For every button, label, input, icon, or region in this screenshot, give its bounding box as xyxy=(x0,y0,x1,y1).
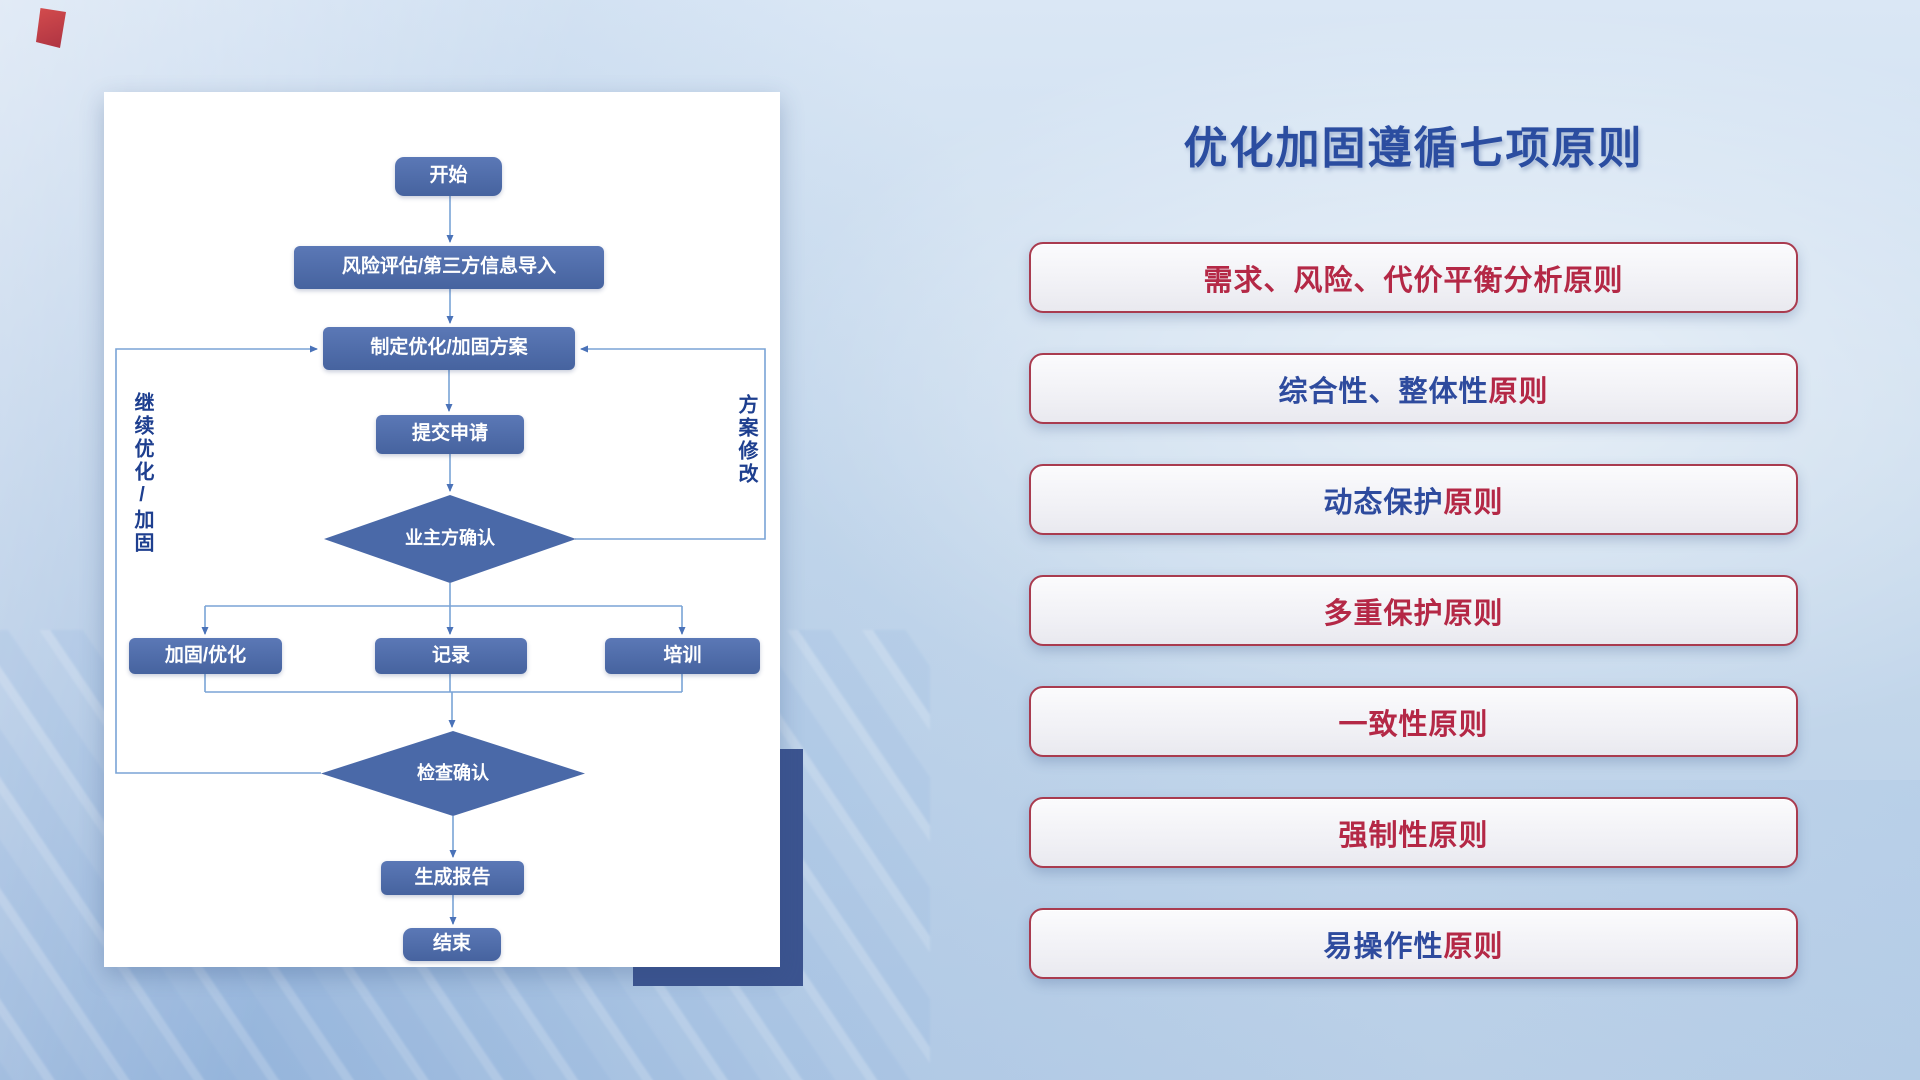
principle-text: 原则 xyxy=(1488,375,1549,408)
flow-node-make-plan: 制定优化/加固方案 xyxy=(323,327,575,370)
principle-box: 一致性原则 xyxy=(1029,686,1798,757)
principle-box: 多重保护原则 xyxy=(1029,575,1798,646)
principle-text: 原则 xyxy=(1443,486,1504,519)
flow-node-start-label: 开始 xyxy=(429,165,468,187)
principle-box: 易操作性原则 xyxy=(1029,908,1798,979)
flow-node-report: 生成报告 xyxy=(381,861,524,895)
principle-text: 需求、风险、代价平衡分析原则 xyxy=(1203,264,1624,297)
flow-node-report-label: 生成报告 xyxy=(414,866,491,888)
flow-node-harden: 加固/优化 xyxy=(129,638,282,674)
flow-node-risk-import-label: 风险评估/第三方信息导入 xyxy=(341,256,557,278)
principle-text: 一致性原则 xyxy=(1338,708,1489,741)
flow-node-submit: 提交申请 xyxy=(376,415,524,454)
flow-connectors xyxy=(115,196,766,925)
flow-node-end: 结束 xyxy=(403,928,501,961)
flow-node-submit-label: 提交申请 xyxy=(411,423,488,445)
flow-node-make-plan-label: 制定优化/加固方案 xyxy=(370,337,528,359)
principle-box: 强制性原则 xyxy=(1029,797,1798,868)
principle-text: 动态保护 xyxy=(1323,486,1444,519)
principle-text: 强制性原则 xyxy=(1338,819,1489,852)
principle-box: 需求、风险、代价平衡分析原则 xyxy=(1029,242,1798,313)
right-loop-label: 方案修改 xyxy=(735,394,757,486)
principle-text: 多重保护原则 xyxy=(1323,597,1504,630)
principle-box: 动态保护原则 xyxy=(1029,464,1798,535)
flow-node-training: 培训 xyxy=(605,638,760,674)
flow-decision-owner-confirm-label: 业主方确认 xyxy=(405,528,495,549)
principle-box: 综合性、整体性原则 xyxy=(1029,353,1798,424)
principle-text: 易操作性 xyxy=(1323,930,1444,963)
principle-text: 综合性、整体性 xyxy=(1278,375,1489,408)
principles-list: 需求、风险、代价平衡分析原则综合性、整体性原则动态保护原则多重保护原则一致性原则… xyxy=(1029,242,1798,979)
flow-node-harden-label: 加固/优化 xyxy=(164,644,247,666)
flow-node-end-label: 结束 xyxy=(432,933,471,955)
flow-node-risk-import: 风险评估/第三方信息导入 xyxy=(294,246,604,289)
left-loop-label: 继续优化/加固 xyxy=(131,392,153,555)
principles-section: 优化加固遵循七项原则 需求、风险、代价平衡分析原则综合性、整体性原则动态保护原则… xyxy=(1029,0,1798,1080)
flow-node-record-label: 记录 xyxy=(431,644,470,666)
principle-text: 原则 xyxy=(1443,930,1504,963)
corner-logo-mark xyxy=(36,8,66,48)
flow-decision-check-confirm-label: 检查确认 xyxy=(417,762,489,783)
page-title: 优化加固遵循七项原则 xyxy=(1183,124,1644,173)
flowchart-card: 开始 风险评估/第三方信息导入 制定优化/加固方案 提交申请 业主方确认 加固/… xyxy=(104,92,780,967)
flow-node-training-label: 培训 xyxy=(663,644,702,666)
flow-node-record: 记录 xyxy=(375,638,527,674)
flow-node-start: 开始 xyxy=(395,157,502,196)
